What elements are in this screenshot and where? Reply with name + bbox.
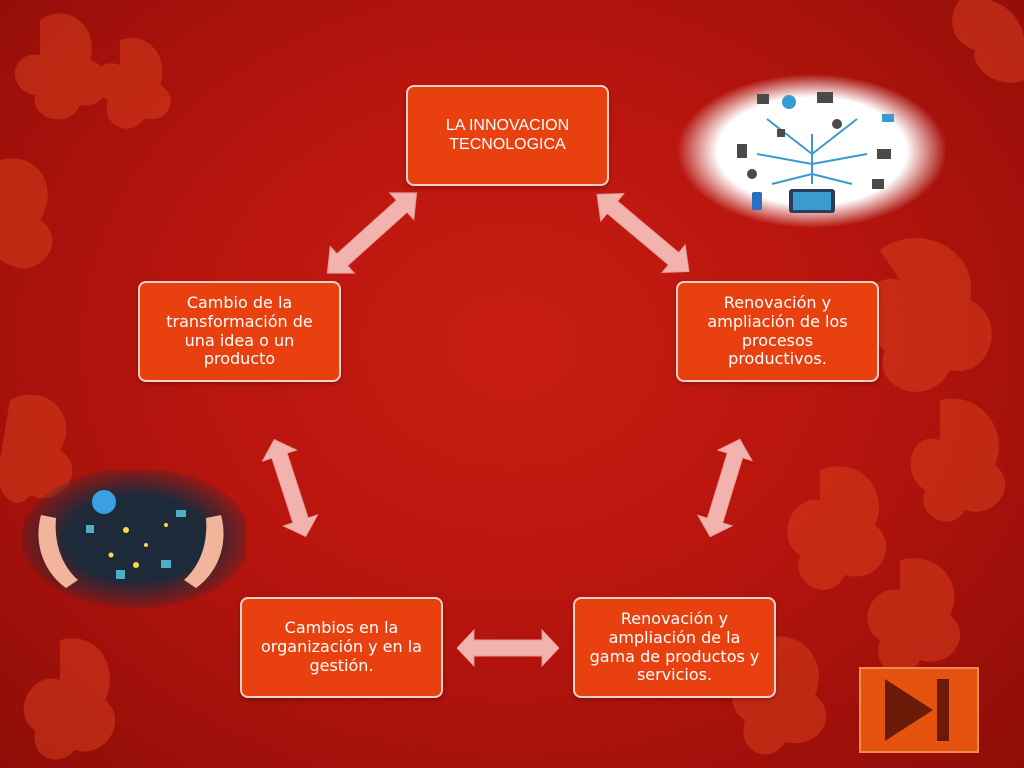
play-next-icon [885, 679, 949, 741]
arrow-left-vertical [256, 433, 324, 543]
arrow-bottom-horizontal [456, 629, 560, 667]
arrow-right-vertical [692, 433, 758, 543]
node-organization-label: Cambios en la organización y en la gesti… [261, 618, 422, 675]
technology-network-illustration [677, 74, 947, 228]
node-transformation-label: Cambio de la transformación de una idea … [166, 292, 313, 369]
node-organization: Cambios en la organización y en la gesti… [240, 597, 443, 698]
node-innovation: LA INNOVACION TECNOLOGICA [406, 85, 609, 186]
node-products-services-label: Renovación y ampliación de la gama de pr… [589, 608, 760, 685]
hands-holding-technology-globe [21, 470, 246, 608]
node-transformation: Cambio de la transformación de una idea … [138, 281, 341, 382]
node-processes: Renovación y ampliación de los procesos … [676, 281, 879, 382]
node-products-services: Renovación y ampliación de la gama de pr… [573, 597, 776, 698]
next-slide-button[interactable] [859, 667, 979, 753]
node-processes-label: Renovación y ampliación de los procesos … [707, 292, 848, 369]
arrow-top-left [314, 178, 430, 288]
node-innovation-label: LA INNOVACION TECNOLOGICA [445, 116, 570, 153]
